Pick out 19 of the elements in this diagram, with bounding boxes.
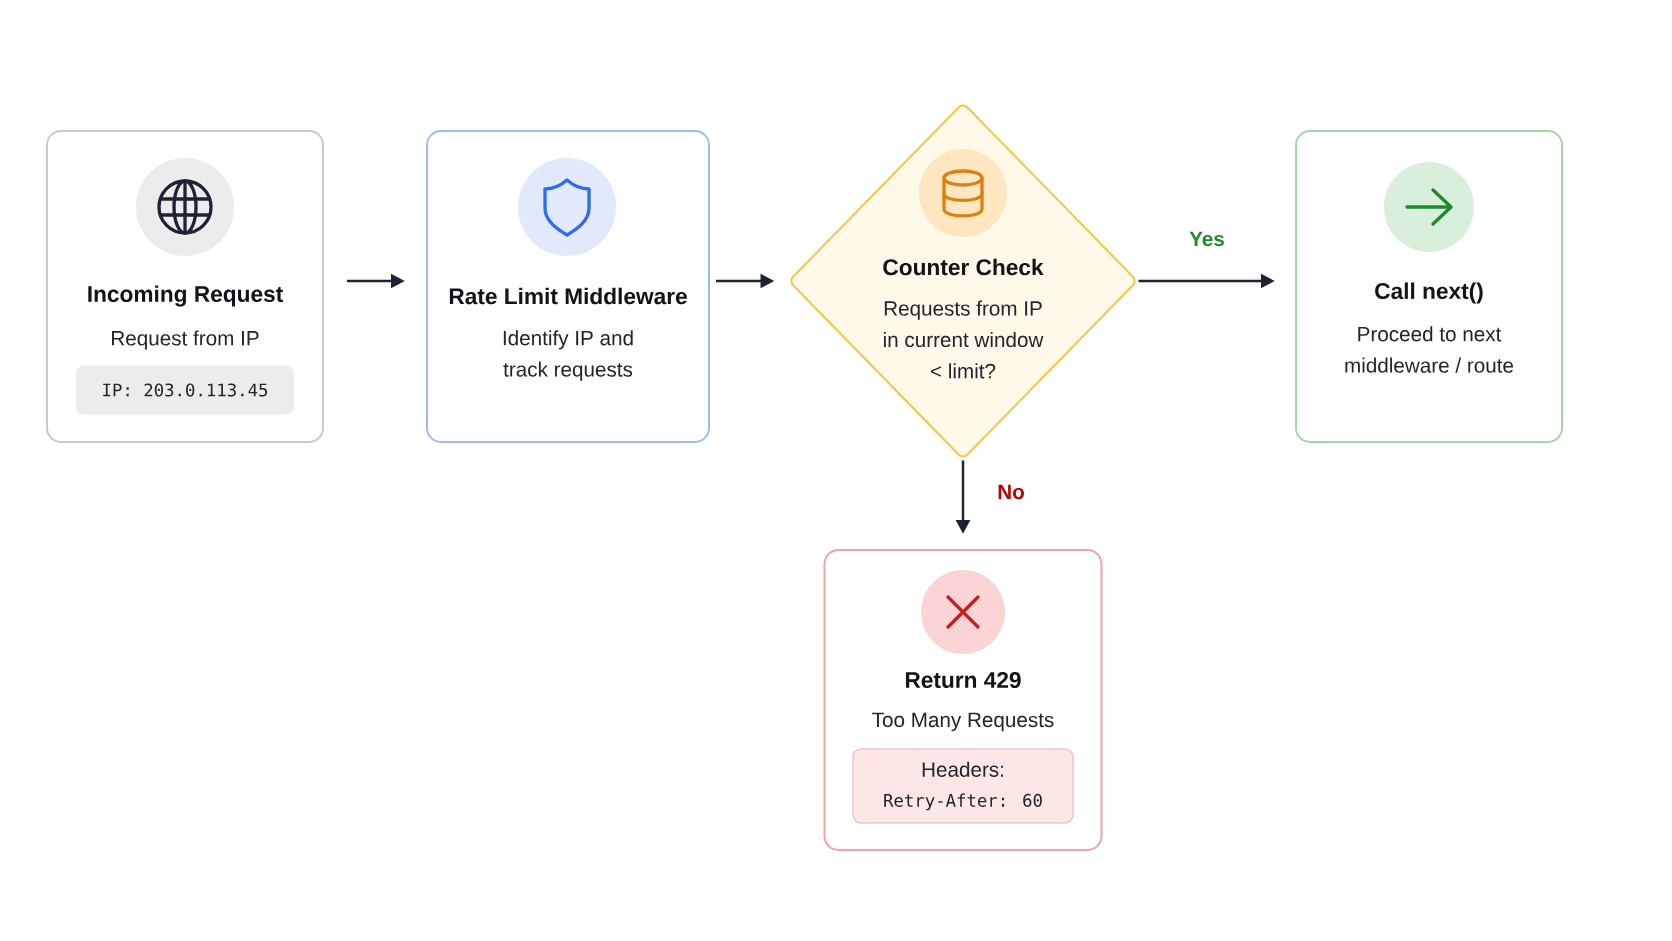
step-card — [823, 549, 1103, 851]
step-card — [426, 130, 710, 443]
step-title: Incoming Request — [88, 285, 283, 307]
decision-diamond — [790, 104, 1136, 458]
step-description: Identify IP and track requests — [503, 330, 633, 381]
step-title: Counter Check — [883, 258, 1044, 276]
step-description: Requests from IP in current window < limit? — [884, 300, 1044, 379]
step-description: Proceed to next middleware / route — [1345, 326, 1514, 373]
code-box: IP: 203.0.113.45 — [76, 365, 294, 415]
edge-label: No — [994, 481, 1028, 503]
step-description: Request from IP — [112, 330, 259, 350]
step-title: Rate Limit Middleware — [449, 287, 687, 305]
edge-label: Yes — [1186, 228, 1228, 250]
step-title: Call next() — [1375, 282, 1483, 304]
step-title: Return 429 — [905, 671, 1021, 689]
headers-panel: Headers: Retry-After: 60 — [852, 748, 1074, 824]
step-card — [1295, 130, 1563, 443]
step-description: Too Many Requests — [872, 712, 1054, 732]
step-card — [46, 130, 324, 443]
